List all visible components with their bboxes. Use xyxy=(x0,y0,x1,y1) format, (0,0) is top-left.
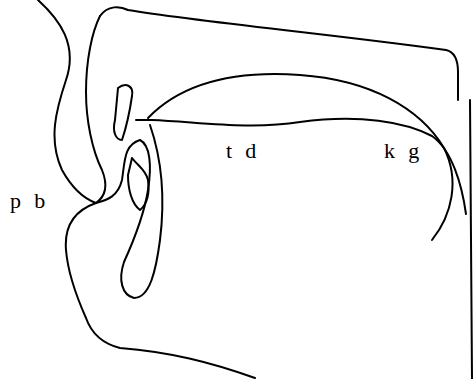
lower-jaw-inner xyxy=(96,125,162,298)
upper-lip-outline xyxy=(38,0,96,203)
articulation-label: t d xyxy=(226,140,256,162)
articulation-label: k g xyxy=(384,140,419,162)
pharynx-wall xyxy=(470,100,472,379)
articulation-label: p b xyxy=(10,190,45,212)
upper-lip-inner xyxy=(86,16,105,203)
tongue-line xyxy=(136,119,466,214)
palate-arch xyxy=(148,74,453,240)
nasal-cavity-wall xyxy=(100,7,458,100)
upper-incisor xyxy=(114,85,132,140)
